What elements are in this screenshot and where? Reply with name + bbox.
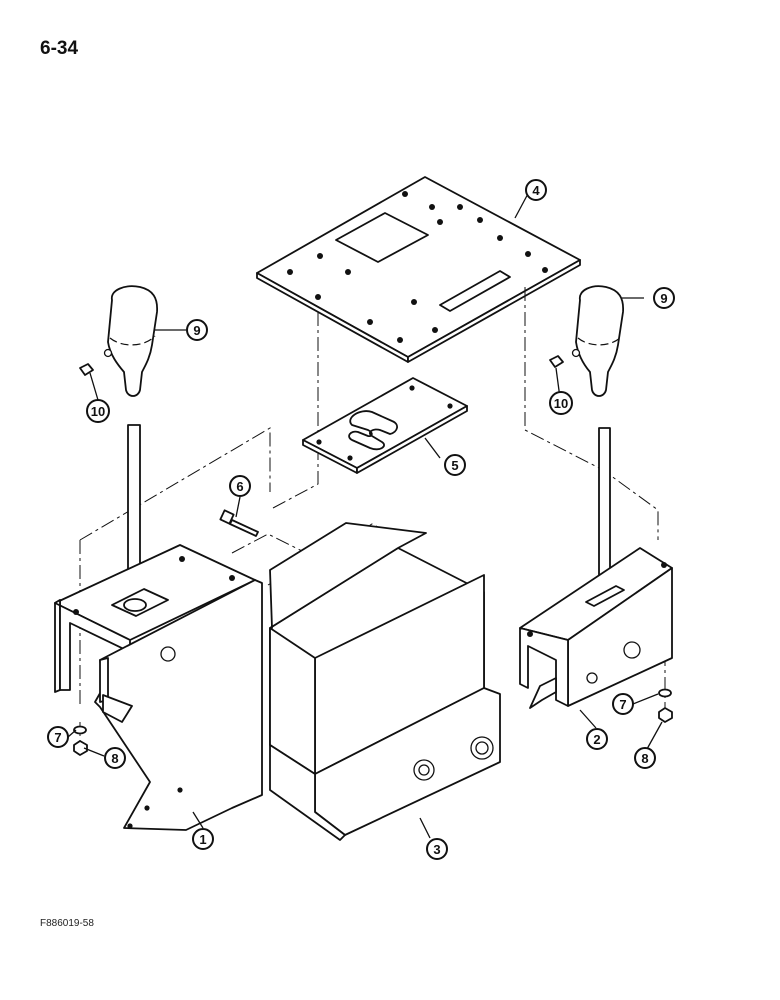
svg-text:2: 2 — [593, 732, 600, 747]
part-8-right-nut — [658, 707, 673, 723]
part-7-right-washer — [658, 688, 672, 698]
part-9-right-knob — [571, 285, 624, 397]
svg-text:8: 8 — [111, 751, 118, 766]
svg-text:9: 9 — [660, 291, 667, 306]
callout-3: 3 — [426, 838, 448, 860]
leader-lines — [67, 189, 663, 839]
part-5-gate-plate — [302, 377, 468, 474]
svg-text:7: 7 — [54, 730, 61, 745]
part-6-bolt — [219, 509, 259, 537]
svg-text:7: 7 — [619, 697, 626, 712]
callout-9-left: 9 — [186, 319, 208, 341]
page-number: 6-34 — [40, 38, 79, 59]
callout-7-right: 7 — [612, 693, 634, 715]
svg-text:9: 9 — [193, 323, 200, 338]
svg-text:8: 8 — [641, 751, 648, 766]
part-8-left-nut — [73, 740, 88, 756]
callout-8-left: 8 — [104, 747, 126, 769]
part-2-right-bracket — [519, 547, 673, 709]
part-1-left-bracket — [54, 544, 263, 831]
part-10-left-set-screw — [79, 363, 94, 376]
callout-5: 5 — [444, 454, 466, 476]
svg-text:10: 10 — [554, 396, 568, 411]
part-10-right-set-screw — [549, 355, 564, 368]
callout-10-right: 10 — [549, 391, 573, 415]
callout-1: 1 — [192, 828, 214, 850]
svg-text:4: 4 — [532, 183, 540, 198]
callout-4: 4 — [525, 179, 547, 201]
callout-7-left: 7 — [47, 726, 69, 748]
figure-code: F886019-58 — [40, 918, 94, 929]
part-7-left-washer — [73, 725, 87, 735]
svg-text:6: 6 — [236, 479, 243, 494]
callout-10-left: 10 — [86, 399, 110, 423]
svg-text:3: 3 — [433, 842, 440, 857]
part-9-left-knob — [103, 285, 158, 397]
svg-text:1: 1 — [199, 832, 206, 847]
callout-8-right: 8 — [634, 747, 656, 769]
callout-2: 2 — [586, 728, 608, 750]
callout-9-right: 9 — [653, 287, 675, 309]
part-4-top-plate — [256, 176, 581, 363]
svg-text:10: 10 — [91, 404, 105, 419]
part-3-console-cover — [269, 522, 501, 841]
svg-text:5: 5 — [451, 458, 458, 473]
callout-6: 6 — [229, 475, 251, 497]
